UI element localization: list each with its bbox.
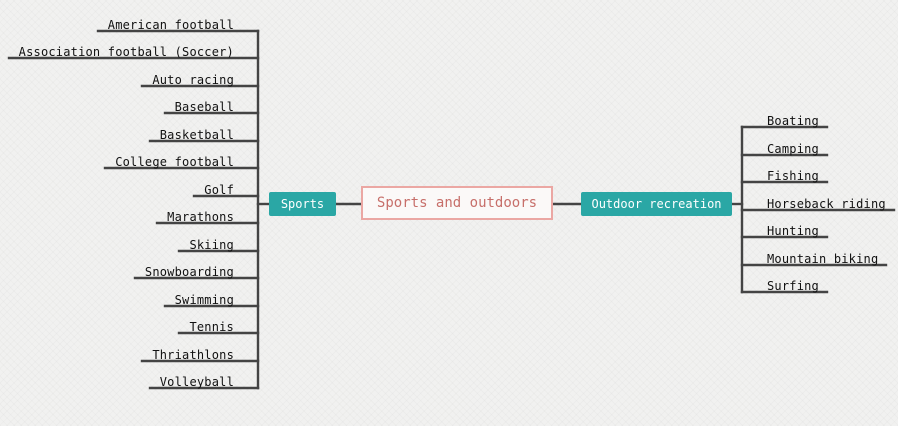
branch-node-outdoor-recreation[interactable]: Outdoor recreation xyxy=(581,192,732,216)
branch-node-label: Sports xyxy=(280,197,325,211)
leaf-sports-7[interactable]: Marathons xyxy=(167,210,234,224)
leaf-outdoor-recreation-0[interactable]: Boating xyxy=(767,114,819,128)
center-node-label: Sports and outdoors xyxy=(376,195,538,211)
leaf-outdoor-recreation-2[interactable]: Fishing xyxy=(767,169,819,183)
leaf-sports-3[interactable]: Baseball xyxy=(174,100,234,114)
leaf-sports-0[interactable]: American football xyxy=(107,18,234,32)
leaf-sports-5[interactable]: College football xyxy=(115,155,234,169)
leaf-outdoor-recreation-1[interactable]: Camping xyxy=(767,142,819,156)
leaf-sports-2[interactable]: Auto racing xyxy=(152,73,234,87)
leaf-outdoor-recreation-5[interactable]: Mountain biking xyxy=(767,252,879,266)
branch-node-label: Outdoor recreation xyxy=(591,197,722,211)
leaf-sports-10[interactable]: Swimming xyxy=(174,293,234,307)
center-node[interactable]: Sports and outdoors xyxy=(361,186,553,220)
leaf-sports-13[interactable]: Volleyball xyxy=(159,375,234,389)
leaf-sports-8[interactable]: Skiing xyxy=(189,238,234,252)
leaf-outdoor-recreation-3[interactable]: Horseback riding xyxy=(767,197,886,211)
leaf-sports-12[interactable]: Thriathlons xyxy=(152,348,234,362)
leaf-outdoor-recreation-4[interactable]: Hunting xyxy=(767,224,819,238)
leaf-sports-9[interactable]: Snowboarding xyxy=(144,265,234,279)
leaf-sports-4[interactable]: Basketball xyxy=(159,128,234,142)
leaf-sports-6[interactable]: Golf xyxy=(204,183,234,197)
leaf-outdoor-recreation-6[interactable]: Surfing xyxy=(767,279,819,293)
branch-node-sports[interactable]: Sports xyxy=(269,192,336,216)
leaf-sports-1[interactable]: Association football (Soccer) xyxy=(18,45,234,59)
leaf-sports-11[interactable]: Tennis xyxy=(189,320,234,334)
